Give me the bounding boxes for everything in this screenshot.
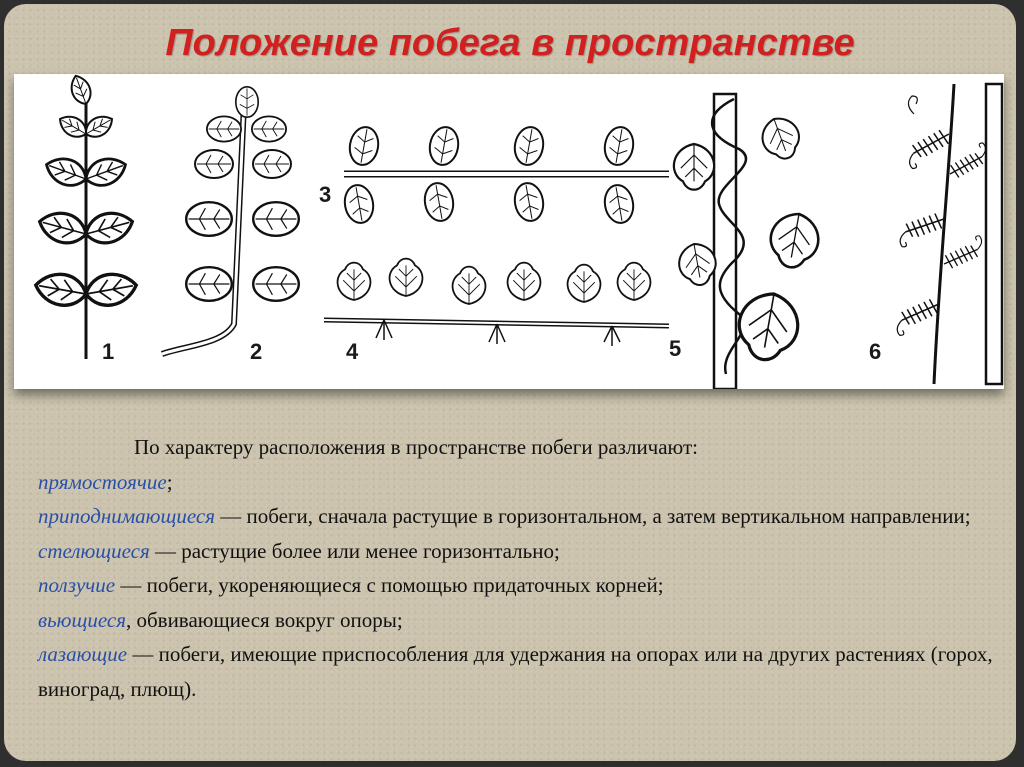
description-text: По характеру расположения в пространстве… bbox=[38, 430, 1008, 706]
definition-trailing: — растущие более или менее горизонтально… bbox=[149, 538, 560, 563]
shoot-type-twining: вьющиеся, обвивающиеся вокруг опоры; bbox=[38, 603, 1008, 638]
creeping-shoot-drawing bbox=[323, 257, 670, 346]
definition-ascending: — побеги, сначала растущие в горизонталь… bbox=[214, 504, 971, 528]
slide-title: Положение побега в пространстве bbox=[165, 22, 855, 64]
shoot-positions-figure: 1 2 3 4 5 6 bbox=[14, 74, 1004, 389]
term-ascending: приподнимающиеся bbox=[38, 504, 215, 528]
figure-label-3: 3 bbox=[319, 182, 332, 207]
trailing-shoot-drawing bbox=[340, 123, 669, 227]
figure-label-6: 6 bbox=[869, 339, 882, 364]
term-twining: вьющиеся bbox=[38, 607, 126, 632]
figure-label-1: 1 bbox=[102, 339, 115, 364]
shoot-type-trailing: стелющиеся — растущие более или менее го… bbox=[38, 534, 1008, 569]
climbing-shoot-drawing bbox=[890, 82, 1004, 386]
term-creeping: ползучие bbox=[38, 573, 116, 597]
shoot-type-ascending: приподнимающиеся — побеги, сначала расту… bbox=[38, 499, 1008, 534]
term-trailing: стелющиеся bbox=[38, 538, 150, 563]
shoot-type-creeping: ползучие — побеги, укореняющиеся с помощ… bbox=[38, 568, 1008, 603]
figure-label-4: 4 bbox=[346, 339, 359, 364]
definition-climbing: — побеги, имеющие приспособления для уде… bbox=[38, 642, 993, 701]
upright-shoot-drawing bbox=[31, 74, 141, 359]
shoot-type-upright: прямостоячие; bbox=[38, 465, 1008, 500]
twining-shoot-drawing bbox=[672, 92, 824, 389]
ascending-shoot-drawing bbox=[160, 86, 300, 357]
definition-upright: ; bbox=[166, 469, 173, 494]
slide: Положение побега в пространстве bbox=[4, 4, 1016, 761]
figure-label-2: 2 bbox=[250, 339, 263, 364]
intro-sentence: По характеру расположения в пространстве… bbox=[134, 435, 698, 459]
shoot-illustration bbox=[31, 74, 1004, 389]
term-climbing: лазающие bbox=[38, 642, 128, 666]
figure-label-5: 5 bbox=[669, 336, 682, 361]
shoot-type-climbing: лазающие — побеги, имеющие приспособлени… bbox=[38, 637, 1008, 706]
definition-twining: , обвивающиеся вокруг опоры; bbox=[125, 607, 403, 632]
term-upright: прямостоячие bbox=[38, 469, 167, 494]
definition-creeping: — побеги, укореняющиеся с помощью придат… bbox=[115, 573, 664, 597]
